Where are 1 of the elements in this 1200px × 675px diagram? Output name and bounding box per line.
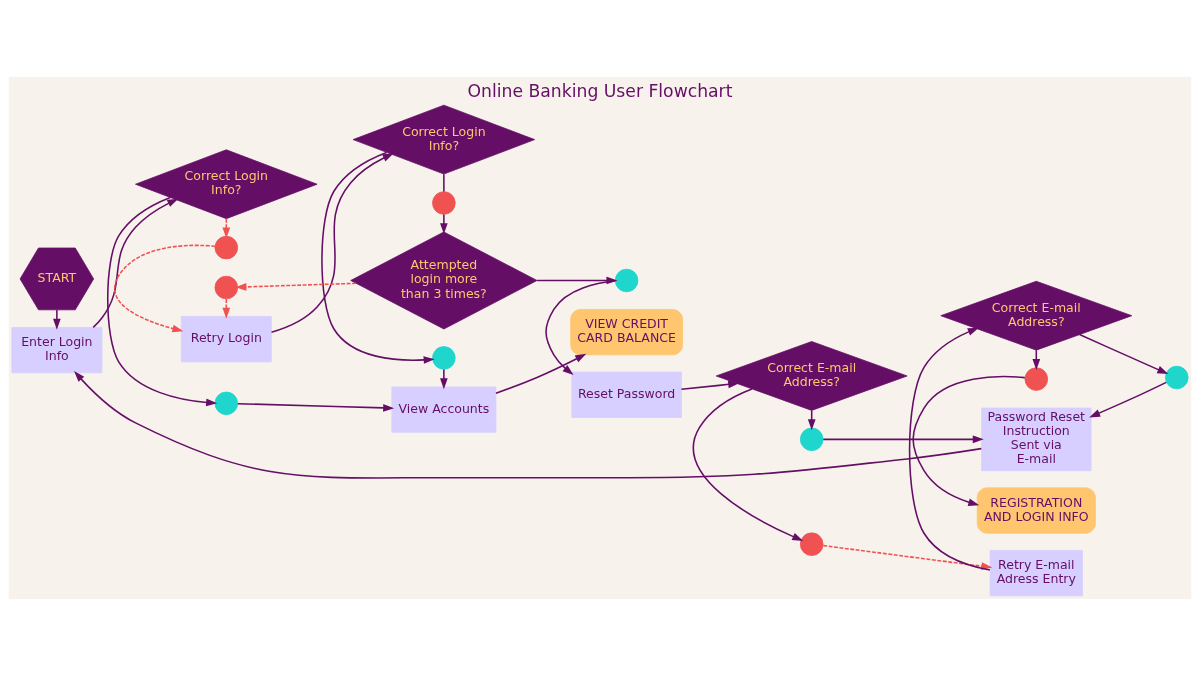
diagram-title: Online Banking User Flowchart <box>467 80 733 101</box>
